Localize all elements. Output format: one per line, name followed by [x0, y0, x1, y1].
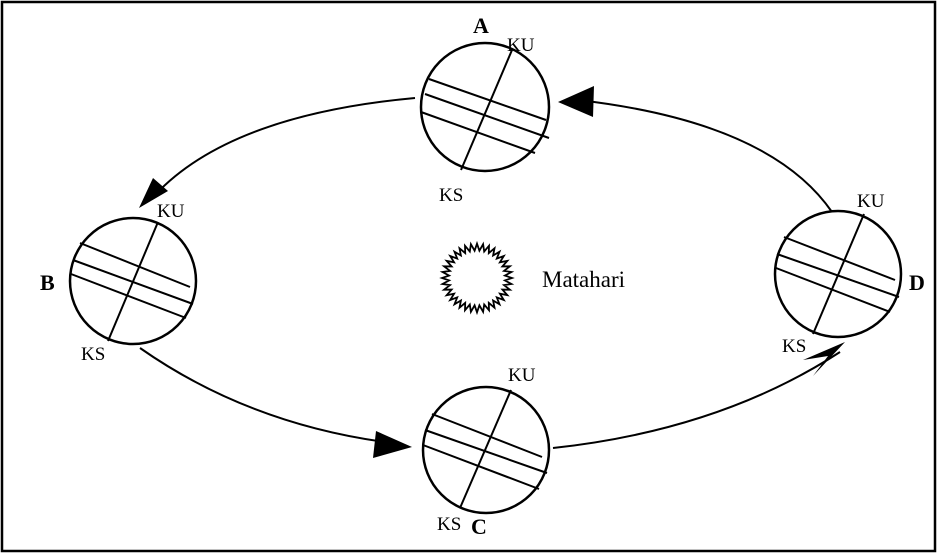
pole-north-c: KU [508, 365, 536, 386]
pole-north-d: KU [857, 191, 885, 212]
earth-c-band-line [422, 444, 540, 490]
orbit-arc-a-to-b [154, 97, 416, 196]
position-label-a: A [473, 13, 489, 38]
earth-a [419, 41, 551, 173]
orbit-arc-b-to-c [139, 347, 393, 444]
orbit-arc-c-to-d [552, 351, 841, 449]
earth-d-band-line [783, 236, 896, 281]
position-label-c: C [471, 514, 487, 539]
earth-d-axis [812, 213, 865, 335]
earth-b-band-line [70, 273, 187, 319]
pole-south-b: KS [81, 344, 105, 365]
sun-label: Matahari [542, 267, 625, 292]
earth-b [68, 216, 198, 346]
orbit-arc-d-to-a [577, 99, 833, 213]
position-label-b: B [40, 270, 55, 295]
earth-a-band-line [428, 78, 547, 121]
arrow-head-to-b [139, 178, 168, 208]
arrow-head-to-d [803, 342, 845, 376]
earth-b-axis [107, 221, 159, 342]
sun-icon [439, 240, 515, 316]
pole-south-a: KS [439, 185, 463, 206]
earth-c [421, 385, 551, 515]
pole-south-d: KS [782, 336, 806, 357]
pole-north-b: KU [157, 201, 185, 222]
earth-a-axis [460, 49, 513, 171]
earth-b-band-line [79, 242, 191, 288]
earth-a-circle [419, 41, 551, 173]
arrow-head-to-a [558, 86, 594, 117]
pole-south-c: KS [437, 514, 461, 535]
earth-c-band-line [431, 413, 543, 458]
earth-d-band-line [775, 267, 891, 313]
position-label-d: D [909, 270, 925, 295]
pole-north-a: KU [507, 35, 535, 56]
earth-a-band-line [424, 93, 550, 139]
earth-d [773, 209, 903, 339]
earth-c-axis [459, 389, 512, 509]
arrow-head-to-c [373, 431, 412, 458]
earth-c-band-line [424, 429, 548, 474]
